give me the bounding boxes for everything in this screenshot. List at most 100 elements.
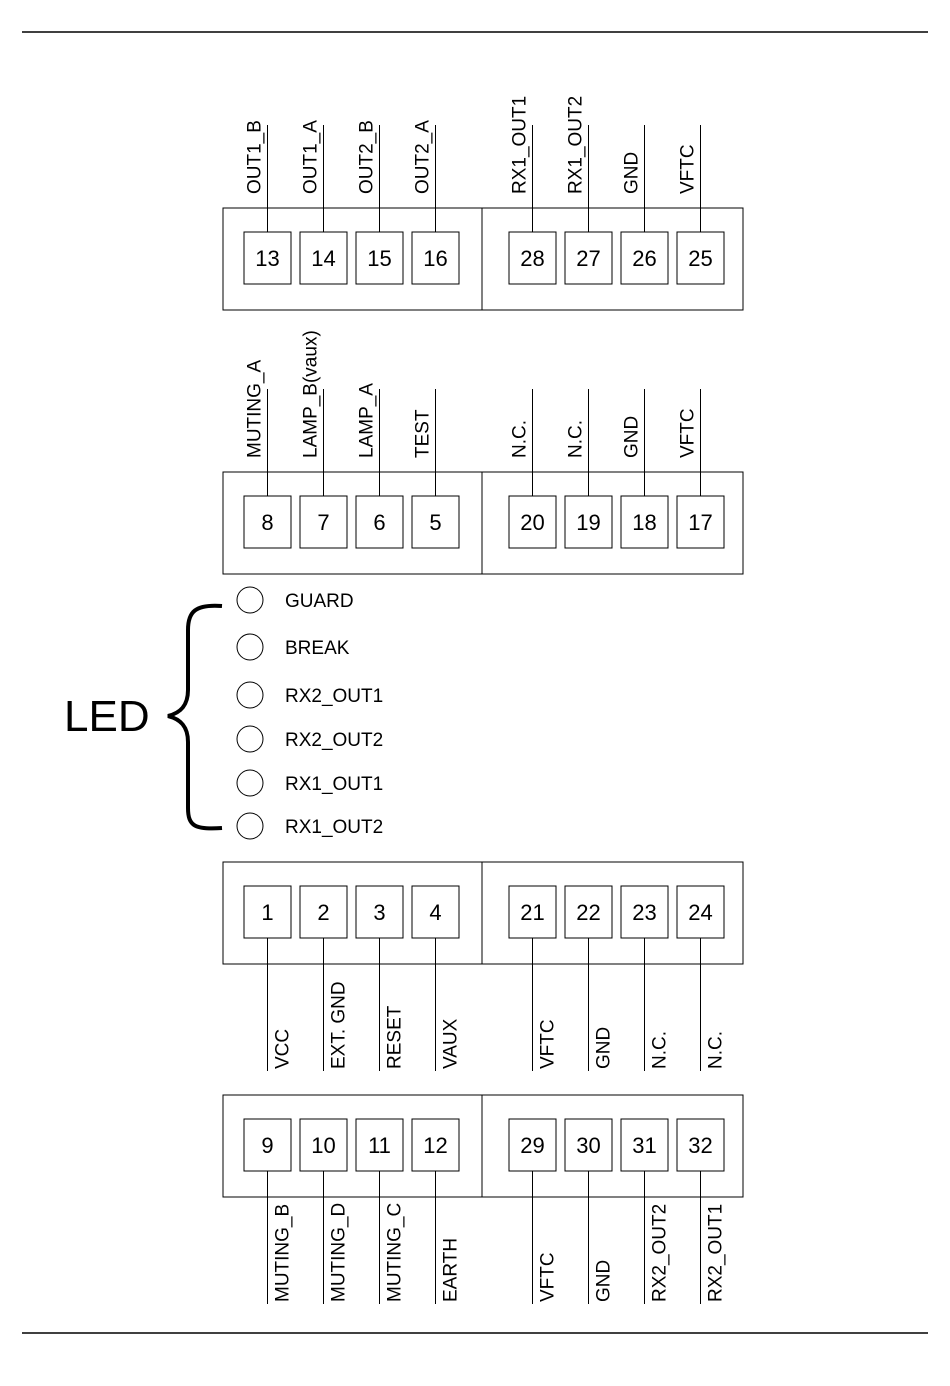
pin-number: 27 xyxy=(576,246,600,271)
led-row: RX2_OUT1 xyxy=(236,681,383,709)
led-row: RX1_OUT2 xyxy=(236,812,383,840)
pin-box xyxy=(243,1118,292,1172)
pin-number: 32 xyxy=(688,1133,712,1158)
pin-number: 31 xyxy=(632,1133,656,1158)
led-indicator-icon xyxy=(236,633,264,661)
signal-label: OUT2_B xyxy=(357,120,378,194)
pin-number: 18 xyxy=(632,510,656,535)
pin-box xyxy=(411,495,460,549)
led-indicator-icon xyxy=(236,681,264,709)
signal-label: VCC xyxy=(273,1029,294,1069)
led-section: LED GUARD BREAK RX2_OUT1RX2_OUT2RX1_OUT1RX… xyxy=(64,586,383,840)
led-label: RX2_OUT1 xyxy=(285,686,383,707)
signal-label: MUTING_C xyxy=(385,1203,406,1302)
pin-box xyxy=(355,1118,404,1172)
pin-box xyxy=(411,231,460,285)
signal-label: VFTC xyxy=(538,1019,559,1069)
signal-label: GND xyxy=(594,1027,615,1069)
led-label: RX1_OUT2 xyxy=(285,817,383,838)
pin-number: 23 xyxy=(632,900,656,925)
pin-number: 7 xyxy=(317,510,329,535)
signal-label: OUT1_A xyxy=(301,120,322,194)
pin-number: 4 xyxy=(429,900,441,925)
connector-frame xyxy=(222,207,744,311)
pin-box xyxy=(299,1118,348,1172)
led-label: RX1_OUT1 xyxy=(285,774,383,795)
signal-label: MUTING_D xyxy=(329,1203,350,1302)
signal-label: MUTING_B xyxy=(273,1204,294,1302)
pin-box xyxy=(620,1118,669,1172)
pin-number: 1 xyxy=(261,900,273,925)
pin-number: 10 xyxy=(311,1133,335,1158)
pin-box xyxy=(299,885,348,939)
signal-label: RESET xyxy=(385,1005,406,1069)
signal-label: N.C. xyxy=(566,420,587,458)
connector-block-2: 8MUTING_A7LAMP_B(vaux)6LAMP_A5TEST20N.C.… xyxy=(222,330,744,575)
pin-number: 5 xyxy=(429,510,441,535)
signal-label: VFTC xyxy=(538,1252,559,1302)
signal-label: RX1_OUT2 xyxy=(566,96,587,194)
led-row: GUARD xyxy=(236,586,354,614)
pin-number: 25 xyxy=(688,246,712,271)
signal-label: RX2_OUT2 xyxy=(650,1204,671,1302)
led-brace xyxy=(167,603,223,831)
signal-label: LAMP_A xyxy=(357,383,378,458)
pin-box xyxy=(508,1118,557,1172)
pin-box xyxy=(355,231,404,285)
pin-number: 9 xyxy=(261,1133,273,1158)
pin-number: 17 xyxy=(688,510,712,535)
pin-number: 6 xyxy=(373,510,385,535)
pin-box xyxy=(355,885,404,939)
led-row: RX1_OUT1 xyxy=(236,769,383,797)
led-label: RX2_OUT2 xyxy=(285,730,383,751)
signal-label: VAUX xyxy=(441,1018,462,1069)
pin-box xyxy=(299,231,348,285)
led-list: GUARD BREAK RX2_OUT1RX2_OUT2RX1_OUT1RX1_OU… xyxy=(236,586,383,840)
signal-label: GND xyxy=(594,1260,615,1302)
pin-number: 30 xyxy=(576,1133,600,1158)
signal-label: RX1_OUT1 xyxy=(510,96,531,194)
led-row: RX2_OUT2 xyxy=(236,725,383,753)
signal-label: N.C. xyxy=(510,420,531,458)
connector-frame xyxy=(222,1094,744,1198)
connector-blocks: 13OUT1_B14OUT1_A15OUT2_B16OUT2_A28RX1_OU… xyxy=(222,96,744,1304)
pin-box xyxy=(564,495,613,549)
pin-box xyxy=(620,885,669,939)
signal-label: LAMP_B(vaux) xyxy=(301,330,322,458)
pin-box xyxy=(243,885,292,939)
pin-number: 2 xyxy=(317,900,329,925)
signal-label: EARTH xyxy=(441,1238,462,1302)
signal-label: EXT. GND xyxy=(329,981,350,1069)
pin-box xyxy=(676,495,725,549)
pin-number: 20 xyxy=(520,510,544,535)
signal-label: OUT1_B xyxy=(245,120,266,194)
pin-box xyxy=(564,1118,613,1172)
led-indicator-icon xyxy=(236,769,264,797)
pin-box xyxy=(508,231,557,285)
pin-number: 15 xyxy=(367,246,391,271)
led-label: BREAK xyxy=(285,638,350,659)
pin-box xyxy=(564,231,613,285)
pin-number: 12 xyxy=(423,1133,447,1158)
pin-box xyxy=(243,495,292,549)
pin-number: 11 xyxy=(368,1133,391,1158)
led-indicator-icon xyxy=(236,812,264,840)
connector-frame xyxy=(222,861,744,965)
pin-number: 13 xyxy=(255,246,279,271)
led-row: BREAK xyxy=(236,633,350,661)
signal-label: MUTING_A xyxy=(245,360,266,459)
signal-label: VFTC xyxy=(678,408,699,458)
pin-number: 19 xyxy=(576,510,600,535)
pin-box xyxy=(355,495,404,549)
led-title: LED xyxy=(64,692,150,741)
signal-label: N.C. xyxy=(650,1031,671,1069)
connector-frame xyxy=(222,471,744,575)
pin-number: 3 xyxy=(373,900,385,925)
pin-number: 21 xyxy=(520,900,544,925)
connector-block-1: 13OUT1_B14OUT1_A15OUT2_B16OUT2_A28RX1_OU… xyxy=(222,96,744,311)
led-indicator-icon xyxy=(236,586,264,614)
pin-number: 26 xyxy=(632,246,656,271)
pin-box xyxy=(299,495,348,549)
